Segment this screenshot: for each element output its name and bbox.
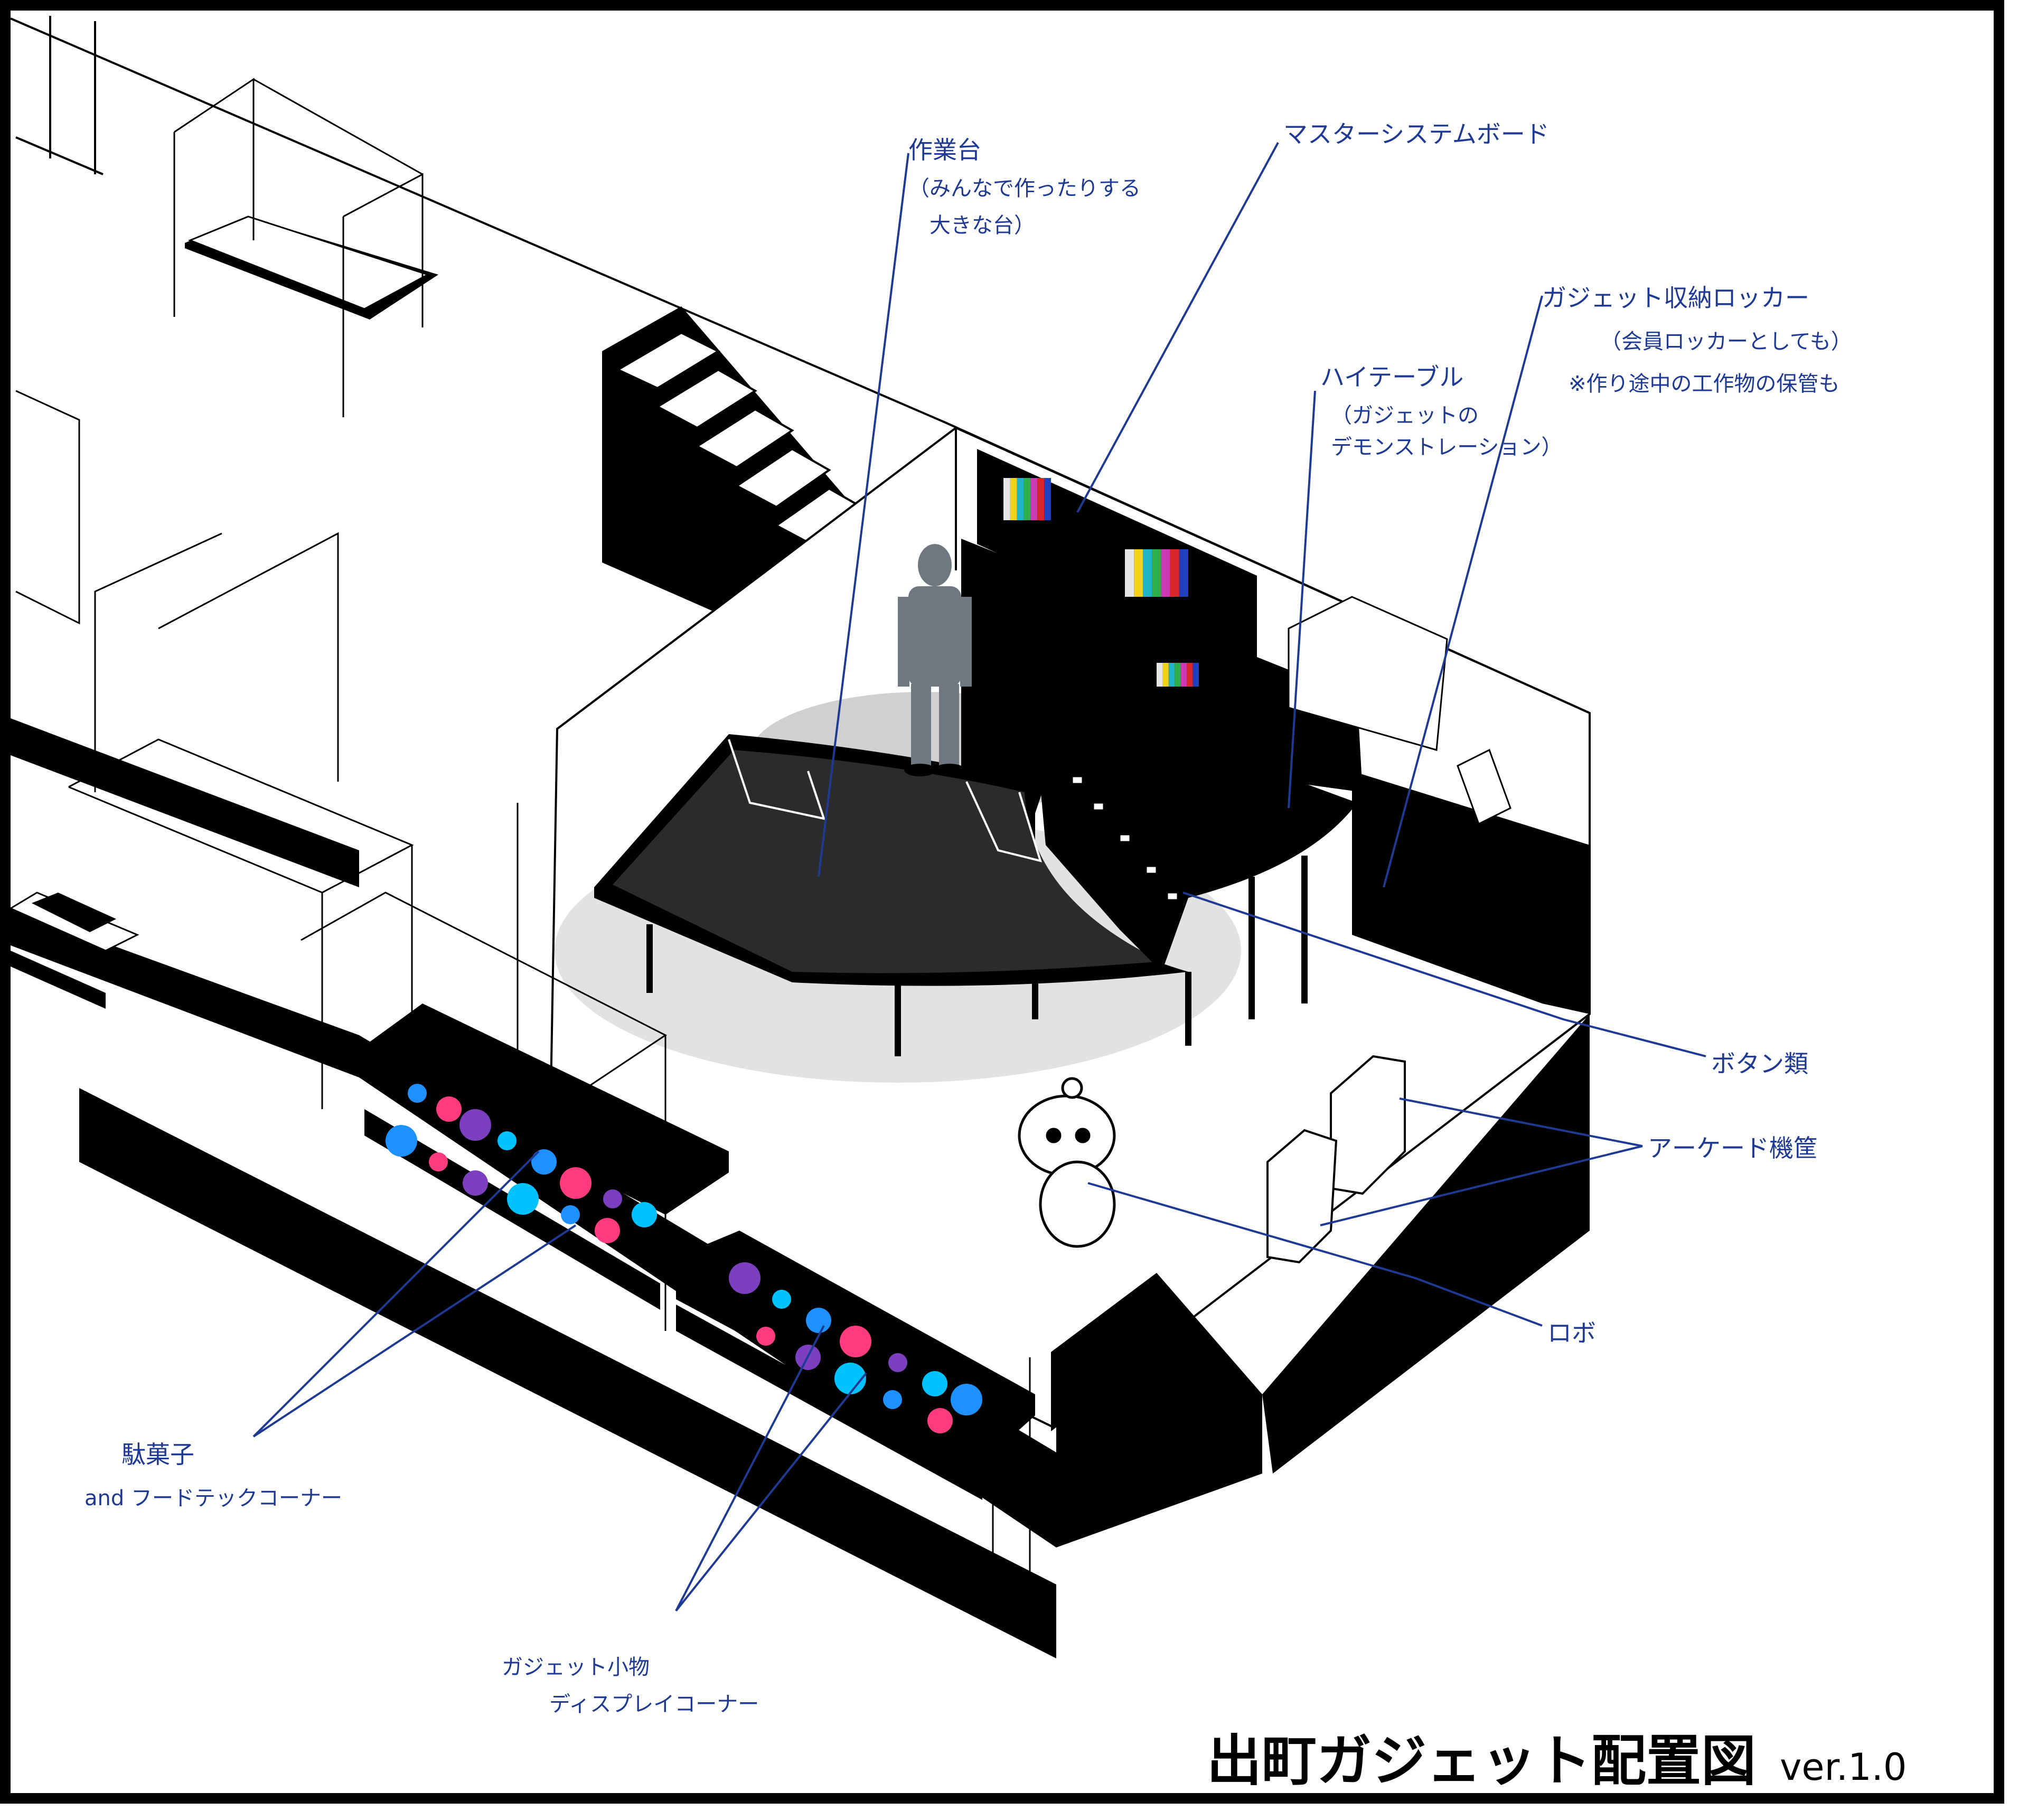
monitor-color-bar (1143, 549, 1152, 597)
monitor-color-bar (1003, 478, 1010, 520)
monitor-color-bar (1125, 549, 1134, 597)
candy-dot (632, 1202, 657, 1227)
candy-dot (459, 1109, 491, 1141)
label-robot: ロボ (1547, 1319, 1596, 1347)
label-workbench-1: 作業台 (908, 136, 981, 164)
monitor-color-bar (1044, 478, 1051, 520)
candy-dot (386, 1125, 417, 1157)
diagram-title: 出町ガジェット配置図 ver.1.0 (1207, 1729, 1907, 1793)
monitor-color-bar (1157, 663, 1163, 687)
candy-dot (561, 1205, 580, 1224)
candy-dot (560, 1167, 592, 1199)
monitor-color-bar (1162, 663, 1169, 687)
candy-dot (927, 1408, 953, 1433)
candy-dot (595, 1218, 620, 1243)
annotation-labels: 作業台 （みんなで作ったりする 大きな台） マスターシステムボード ガジェット収… (84, 120, 1852, 1716)
candy-dot (507, 1183, 539, 1215)
candy-dot (436, 1096, 462, 1122)
label-high-table-1: ハイテーブル (1320, 363, 1463, 391)
candy-dot (603, 1189, 622, 1208)
candy-dot (883, 1390, 902, 1409)
monitor-color-bar (1024, 478, 1031, 520)
monitor-color-bar (1168, 663, 1175, 687)
candy-dot (772, 1290, 791, 1309)
candy-dot (497, 1131, 517, 1150)
label-master-system-board: マスターシステムボード (1283, 120, 1550, 148)
monitor-color-bar (1170, 549, 1179, 597)
monitor-color-bar (1193, 663, 1199, 687)
monitor-color-bar (1134, 549, 1143, 597)
label-locker-2: （会員ロッカーとしても） (1600, 330, 1852, 354)
workbench (594, 708, 1357, 1056)
candy-dot (922, 1371, 947, 1396)
candy-dot (888, 1353, 907, 1372)
label-snack-2: and フードテックコーナー (84, 1486, 342, 1511)
label-high-table-2: （ガジェットの (1331, 404, 1479, 428)
candy-dot (531, 1149, 557, 1175)
candy-dot (840, 1326, 871, 1357)
candy-dot (408, 1084, 427, 1103)
monitor-color-bar (1175, 663, 1181, 687)
title-version: ver.1.0 (1780, 1746, 1907, 1789)
monitor-color-bar (1179, 549, 1188, 597)
candy-dot (834, 1363, 866, 1394)
candy-dot (463, 1170, 488, 1196)
monitor-color-bar (1010, 478, 1017, 520)
monitor-color-bar (1030, 478, 1038, 520)
arcade-machines (1266, 1055, 1406, 1264)
title-main: 出町ガジェット配置図 (1207, 1729, 1756, 1793)
candy-dot (806, 1308, 831, 1333)
gadget-locker (1288, 596, 1590, 1014)
candy-dot (951, 1384, 982, 1415)
label-locker-1: ガジェット収納ロッカー (1542, 284, 1809, 312)
label-gadget-display-2: ディスプレイコーナー (549, 1692, 759, 1716)
monitor-color-bar (1037, 478, 1045, 520)
label-gadget-display-1: ガジェット小物 (502, 1655, 650, 1680)
leader-lines (252, 142, 1706, 1612)
label-snack-1: 駄菓子 (121, 1440, 194, 1469)
person-figure (898, 544, 972, 776)
label-high-table-3: デモンストレーション） (1331, 435, 1562, 459)
monitor-color-bar (1017, 478, 1024, 520)
monitor-color-bar (1161, 549, 1170, 597)
robot (1018, 1077, 1116, 1248)
candy-dot (729, 1262, 760, 1294)
monitor-color-bar (1152, 549, 1161, 597)
lower-counters (8, 532, 1056, 1658)
label-arcade-machines: アーケード機筐 (1648, 1134, 1818, 1162)
monitor-color-bar (1187, 663, 1193, 687)
label-workbench-3: 大きな台） (929, 213, 1035, 238)
candy-dot (429, 1152, 448, 1171)
outer-frame (0, 0, 2004, 1804)
label-workbench-2: （みんなで作ったりする (908, 176, 1141, 201)
label-locker-3: ※作り途中の工作物の保管も (1569, 372, 1840, 396)
candy-dot (756, 1327, 775, 1346)
monitor-color-bar (1180, 663, 1187, 687)
label-buttons: ボタン類 (1711, 1049, 1808, 1078)
